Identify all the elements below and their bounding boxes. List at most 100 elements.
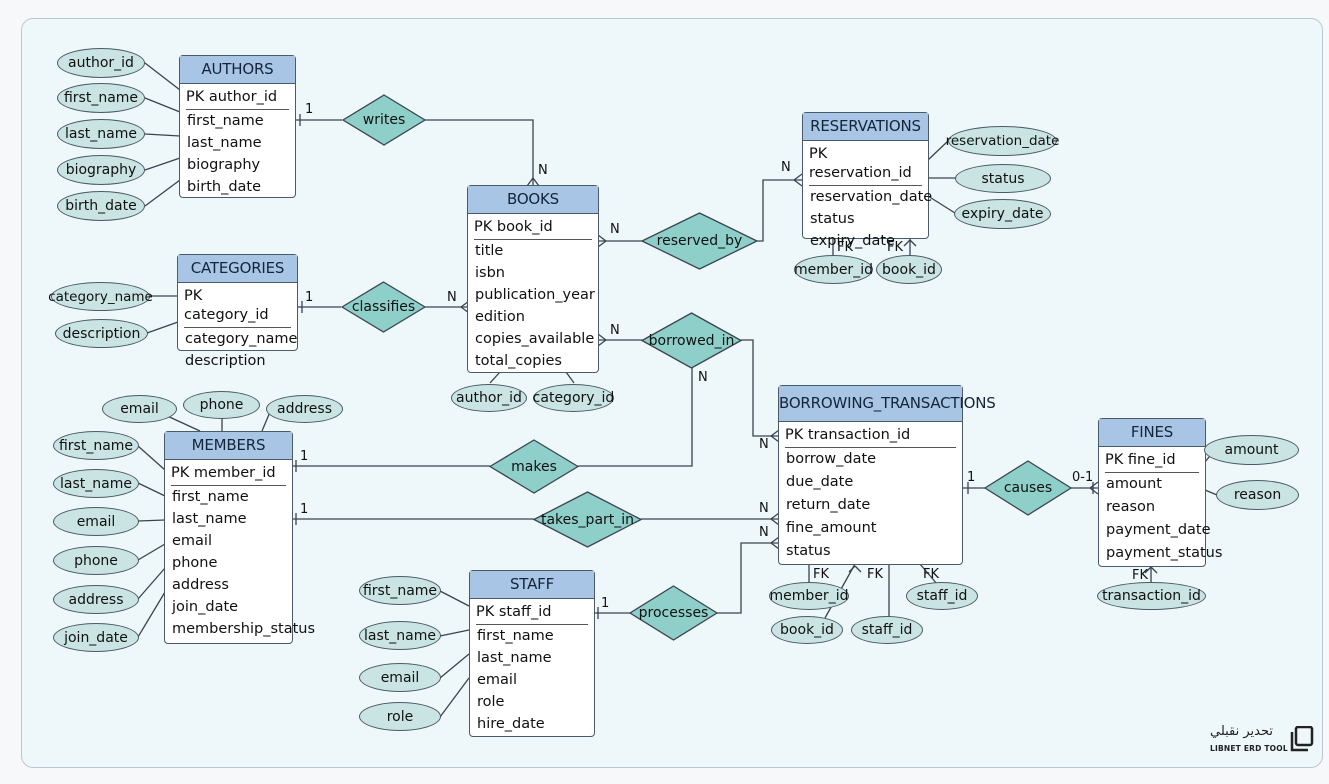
entity-title: FINES [1099, 419, 1205, 447]
entity-title: STAFF [470, 571, 594, 599]
attribute: last_name [477, 650, 552, 666]
entity-staff[interactable]: STAFF PK staff_id first_name last_name e… [469, 570, 595, 737]
brand-arabic-label: تحدير نقبلي [1210, 724, 1274, 739]
attribute-oval-email[interactable]: email [53, 507, 139, 536]
attribute-oval-staff-id-fk[interactable]: staff_id [851, 616, 923, 644]
diamond-shape [984, 460, 1072, 516]
attribute-oval-author-id-fk[interactable]: author_id [451, 384, 527, 412]
attribute-oval-first-name[interactable]: first_name [53, 431, 139, 460]
entity-members[interactable]: MEMBERS PK member_id first_name last_nam… [164, 431, 316, 644]
relationship-label: borrowed_in [648, 332, 735, 349]
cardinality-label: N [759, 501, 769, 516]
attribute: title [475, 243, 504, 259]
primary-key: PK transaction_id [785, 426, 956, 448]
attribute-oval-book-id-fk[interactable]: book_id [771, 616, 843, 644]
primary-key: PK member_id [171, 464, 286, 486]
primary-key: PK book_id [474, 218, 592, 240]
entity-categories[interactable]: CATEGORIES PK category_id category_name … [177, 254, 298, 369]
cardinality-label: N [698, 370, 708, 385]
attribute-oval-phone[interactable]: phone [183, 391, 260, 419]
attribute-oval-birth-date[interactable]: birth_date [57, 191, 145, 221]
entity-title: CATEGORIES [178, 255, 297, 283]
attribute: edition [475, 309, 525, 325]
attribute-oval-last-name[interactable]: last_name [57, 119, 145, 149]
entity-title: MEMBERS [165, 432, 292, 460]
attribute-oval-first-name[interactable]: first_name [57, 83, 145, 113]
entity-authors[interactable]: AUTHORS PK author_id first_name last_nam… [179, 55, 296, 198]
attribute-oval-email[interactable]: email [102, 395, 177, 423]
relationship-reserved-by[interactable]: reserved_by [641, 212, 758, 270]
relationship-label: makes [511, 458, 557, 475]
primary-key: PK reservation_id [809, 145, 922, 186]
attribute-oval-address[interactable]: address [53, 585, 139, 614]
relationship-borrowed-in[interactable]: borrowed_in [641, 312, 742, 369]
entity-fines[interactable]: FINES PK fine_id amount reason payment_d… [1098, 418, 1223, 567]
attribute: first_name [477, 628, 554, 644]
attribute: borrow_date [786, 451, 877, 467]
primary-key: PK staff_id [476, 603, 588, 625]
attribute-oval-biography[interactable]: biography [57, 155, 145, 185]
cardinality-label: 1 [967, 470, 976, 485]
relationship-writes[interactable]: writes [342, 94, 426, 146]
attribute-oval-author-id[interactable]: author_id [57, 48, 145, 78]
cardinality-label: 1 [300, 502, 309, 517]
attribute-oval-email[interactable]: email [359, 663, 441, 692]
fk-marker: FK [837, 240, 854, 255]
relationship-classifies[interactable]: classifies [341, 281, 426, 333]
attribute-oval-expiry-date[interactable]: expiry_date [954, 199, 1051, 229]
relationship-label: writes [362, 112, 406, 128]
relationship-causes[interactable]: causes [984, 460, 1072, 516]
attribute-oval-phone[interactable]: phone [53, 546, 139, 575]
attribute-oval-last-name[interactable]: last_name [53, 469, 139, 498]
attribute-oval-first-name[interactable]: first_name [359, 576, 441, 605]
attribute: membership_status [172, 621, 316, 637]
entity-title: AUTHORS [180, 56, 295, 84]
attribute: address [172, 577, 229, 593]
fk-marker: FK [813, 567, 830, 582]
diamond-shape [342, 94, 426, 146]
cardinality-label: N [759, 437, 769, 452]
relationship-label: classifies [351, 299, 416, 315]
attribute-oval-role[interactable]: role [359, 702, 441, 731]
diamond-shape [629, 585, 718, 641]
cardinality-label: N [610, 222, 620, 237]
primary-key: PK category_id [184, 287, 291, 328]
entity-title: BOOKS [468, 186, 598, 214]
attribute-oval-member-id-fk[interactable]: member_id [794, 255, 873, 284]
attribute-oval-reservation-date[interactable]: reservation_date [946, 126, 1059, 156]
entity-books[interactable]: BOOKS PK book_id title isbn publication_… [467, 185, 599, 373]
relationship-processes[interactable]: processes [629, 585, 718, 641]
attribute: payment_status [1106, 545, 1223, 561]
cardinality-label: N [781, 160, 791, 175]
attribute: reservation_date [810, 189, 933, 205]
cardinality-label: 1 [305, 290, 314, 305]
attribute-oval-member-id-fk[interactable]: member_id [769, 582, 849, 610]
attribute-oval-join-date[interactable]: join_date [53, 623, 139, 652]
attribute-oval-reason[interactable]: reason [1216, 480, 1299, 510]
relationship-makes[interactable]: makes [489, 439, 579, 494]
attribute: fine_amount [786, 520, 877, 536]
entity-reservations[interactable]: RESERVATIONS PK reservation_id reservati… [802, 112, 933, 249]
attribute: reason [1106, 499, 1156, 515]
attribute-oval-category-id-fk[interactable]: category_id [533, 384, 614, 412]
attribute-oval-category-name[interactable]: category_name [48, 282, 153, 311]
attribute-oval-description[interactable]: description [55, 319, 148, 348]
attribute: join_date [172, 599, 239, 615]
cardinality-label: 1 [305, 102, 314, 117]
attribute: birth_date [187, 179, 262, 195]
relationship-takes-part-in[interactable]: takes_part_in [533, 491, 642, 548]
attribute: email [477, 672, 517, 688]
entity-borrowing-transactions[interactable]: BORROWING_TRANSACTIONS PK transaction_id… [778, 385, 996, 565]
diamond-shape [533, 491, 642, 548]
primary-key: PK author_id [186, 88, 289, 110]
attribute-oval-book-id-fk[interactable]: book_id [876, 255, 942, 284]
attribute-oval-staff-id-fk[interactable]: staff_id [906, 582, 978, 610]
attribute-oval-address[interactable]: address [266, 395, 343, 423]
attribute-oval-last-name[interactable]: last_name [359, 621, 441, 650]
attribute-oval-amount[interactable]: amount [1204, 435, 1299, 465]
attribute-oval-transaction-id-fk[interactable]: transaction_id [1097, 582, 1206, 610]
attribute: isbn [475, 265, 505, 281]
diamond-shape [489, 439, 579, 494]
attribute-oval-status[interactable]: status [955, 164, 1051, 193]
